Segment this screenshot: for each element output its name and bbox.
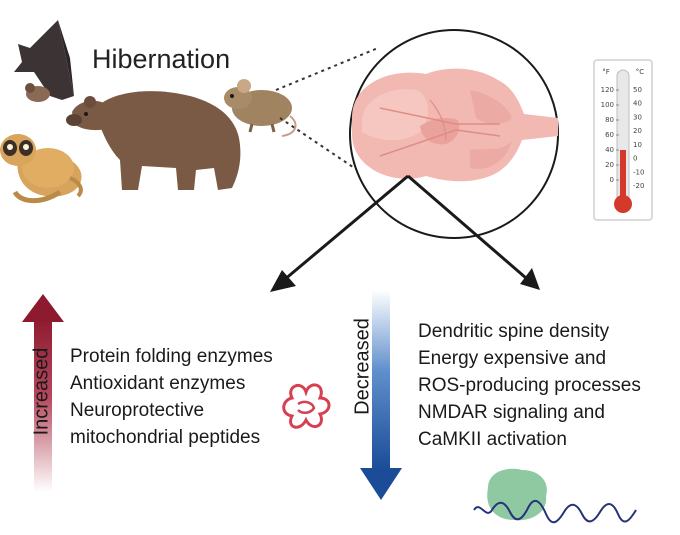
lemur-icon [0,134,83,204]
decreased-item: Energy expensive and [418,348,607,369]
increased-item: Neuroprotective [70,400,205,421]
thermometer-tick-c: -10 [633,168,644,176]
decreased-label: Decreased [351,318,374,415]
thermometer-tick-c: 40 [633,100,642,108]
increased-label: Increased [30,347,53,436]
thermometer-tick-f: 60 [605,131,614,139]
bear-icon [66,91,241,190]
decreased-list: Dendritic spine density Energy expensive… [418,318,641,453]
thermometer-tick-c: 10 [633,141,642,149]
bat-icon [14,20,74,102]
thermometer-icon [593,59,653,221]
thermometer-tick-f: 120 [601,86,614,94]
thermometer-tick-c: 20 [633,127,642,135]
protein-icon [282,383,331,429]
decreased-item: ROS-producing processes [418,375,641,396]
thermometer-tick-c: -20 [633,182,644,190]
brain-icon [349,29,559,239]
thermometer-tick-f: 20 [605,161,614,169]
mouse-icon [224,79,297,137]
increased-item: Antioxidant enzymes [70,373,246,394]
increased-list: Protein folding enzymes Antioxidant enzy… [70,343,273,451]
decreased-item: NMDAR signaling and [418,402,605,423]
protein-complex-icon [473,468,637,524]
thermometer-tick-f: 100 [601,101,614,109]
increased-item: Protein folding enzymes [70,346,273,367]
thermometer-tick-c: 0 [633,155,637,163]
diverging-arrows [270,174,540,292]
thermometer-unit-c: °C [636,68,645,76]
thermometer-tick-c: 50 [633,86,642,94]
decreased-arrow [360,290,402,500]
thermometer-tick-c: 30 [633,113,642,121]
increased-arrow [22,294,64,492]
zoom-lines [275,47,397,197]
figure-title: Hibernation [92,44,231,74]
thermometer-tick-f: 80 [605,116,614,124]
increased-item: mitochondrial peptides [70,427,261,448]
decreased-item: CaMKII activation [418,429,567,450]
thermometer-tick-f: 40 [605,146,614,154]
decreased-item: Dendritic spine density [418,321,610,342]
thermometer-tick-f: 0 [610,176,614,184]
thermometer-unit-f: °F [602,68,610,76]
